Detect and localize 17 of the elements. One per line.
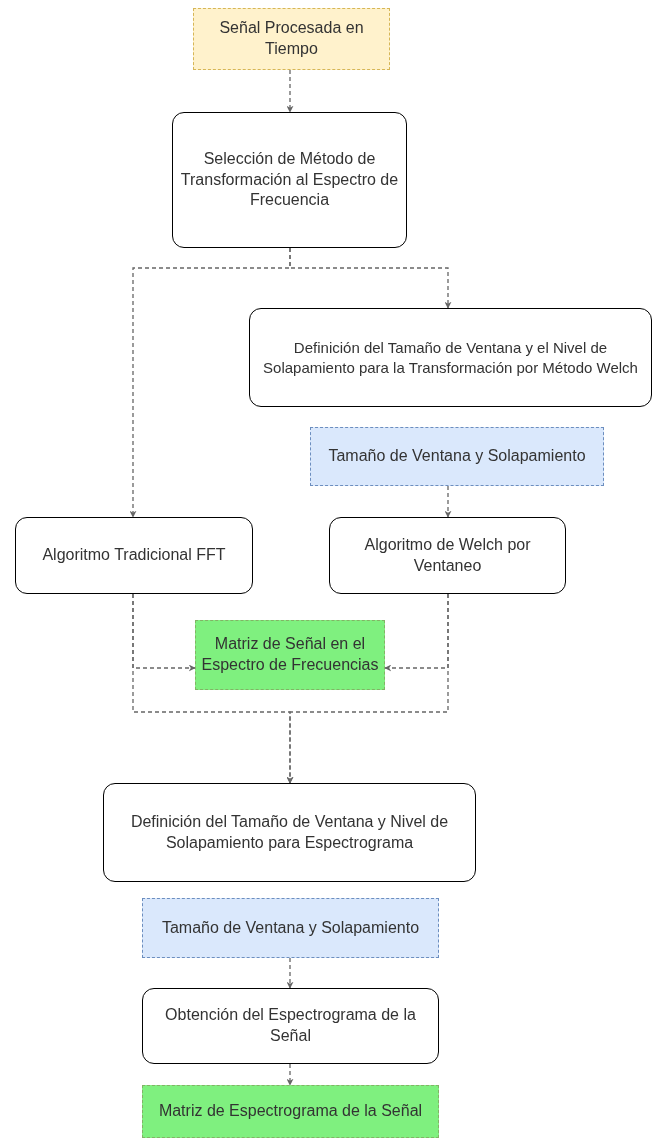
arrow	[289, 247, 452, 309]
process-box: Definición del Tamaño de Ventana y Nivel de Solapamiento para Espectrograma	[103, 783, 476, 882]
output-box: Matriz de Señal en el Espectro de Frecuencias	[195, 620, 385, 690]
arrow	[286, 957, 294, 989]
parameter-box: Tamaño de Ventana y Solapamiento	[310, 427, 604, 486]
process-box: Selección de Método de Transformación al Espectro de Frecuencia	[172, 112, 407, 248]
process-box: Algoritmo de Welch por Ventaneo	[329, 517, 566, 594]
process-box: Algoritmo Tradicional FFT	[15, 517, 253, 594]
arrow	[444, 485, 452, 518]
output-box: Matriz de Espectrograma de la Señal	[142, 1085, 439, 1138]
arrow	[286, 1063, 294, 1086]
arrow	[286, 593, 449, 784]
arrow	[286, 69, 294, 113]
process-box: Definición del Tamaño de Ventana y el Nivel de Solapamiento para la Transformación por Método Welch	[249, 308, 652, 407]
process-box: Obtención del Espectrograma de la Señal	[142, 988, 439, 1064]
parameter-box: Tamaño de Ventana y Solapamiento	[142, 898, 439, 958]
input-box: Señal Procesada en Tiempo	[193, 8, 390, 70]
